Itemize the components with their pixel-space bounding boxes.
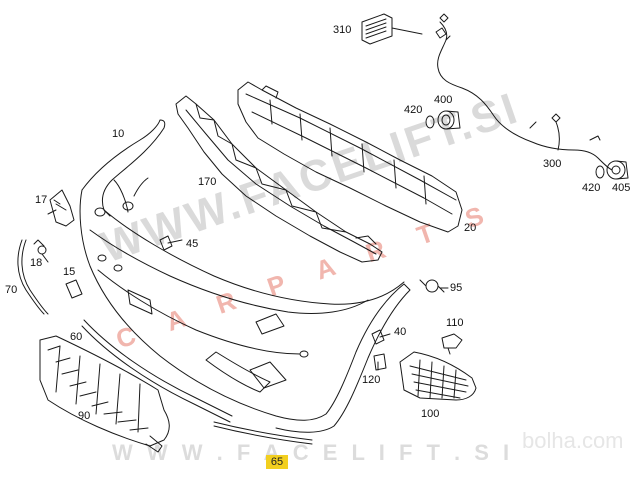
part-60-trim-strip — [81, 319, 233, 423]
part-310-clip — [361, 13, 423, 45]
label-part-405: 405 — [612, 182, 631, 194]
part-65-lower-strip — [213, 421, 313, 445]
label-part-170: 170 — [198, 176, 217, 188]
label-part-110: 110 — [446, 317, 464, 329]
label-part-20: 20 — [464, 222, 477, 234]
label-part-40: 40 — [394, 326, 407, 338]
label-part-17: 17 — [35, 194, 48, 206]
part-45-bolt — [159, 235, 183, 251]
watermark-bolha: bolha.com — [522, 428, 624, 453]
label-part-420-a: 420 — [404, 104, 423, 116]
part-400-sensor — [425, 110, 461, 130]
label-part-120: 120 — [362, 374, 381, 386]
page-number-badge: 65 — [266, 455, 288, 469]
label-part-70: 70 — [5, 284, 18, 296]
part-20-energy-absorber — [237, 81, 463, 233]
label-part-310: 310 — [333, 24, 352, 36]
part-100-fog-grille — [399, 351, 477, 401]
part-15-cap — [65, 279, 83, 299]
part-300-wiring-harness — [435, 13, 613, 171]
part-110-clip — [441, 333, 463, 355]
label-part-45: 45 — [186, 238, 199, 250]
leader-lines — [41, 199, 449, 371]
part-405-sensor — [595, 160, 629, 180]
label-part-95: 95 — [450, 282, 463, 294]
label-part-420-b: 420 — [582, 182, 601, 194]
label-part-15: 15 — [63, 266, 76, 278]
label-part-90: 90 — [78, 410, 91, 422]
label-part-10: 10 — [112, 128, 125, 140]
part-170-reinforcement — [175, 95, 383, 263]
part-120-nut — [373, 353, 387, 371]
label-part-60: 60 — [70, 331, 83, 343]
part-90-lower-grille — [39, 335, 170, 453]
label-part-400: 400 — [434, 94, 453, 106]
part-18-clip — [33, 239, 47, 255]
part-10-bumper-cover — [79, 119, 411, 433]
part-95-bolt — [419, 279, 445, 293]
part-70-strip — [17, 239, 49, 315]
label-part-18: 18 — [30, 257, 43, 269]
label-part-300: 300 — [543, 158, 562, 170]
part-17-bracket — [47, 189, 75, 227]
part-40-bolt — [371, 329, 391, 345]
label-part-100: 100 — [421, 408, 440, 420]
